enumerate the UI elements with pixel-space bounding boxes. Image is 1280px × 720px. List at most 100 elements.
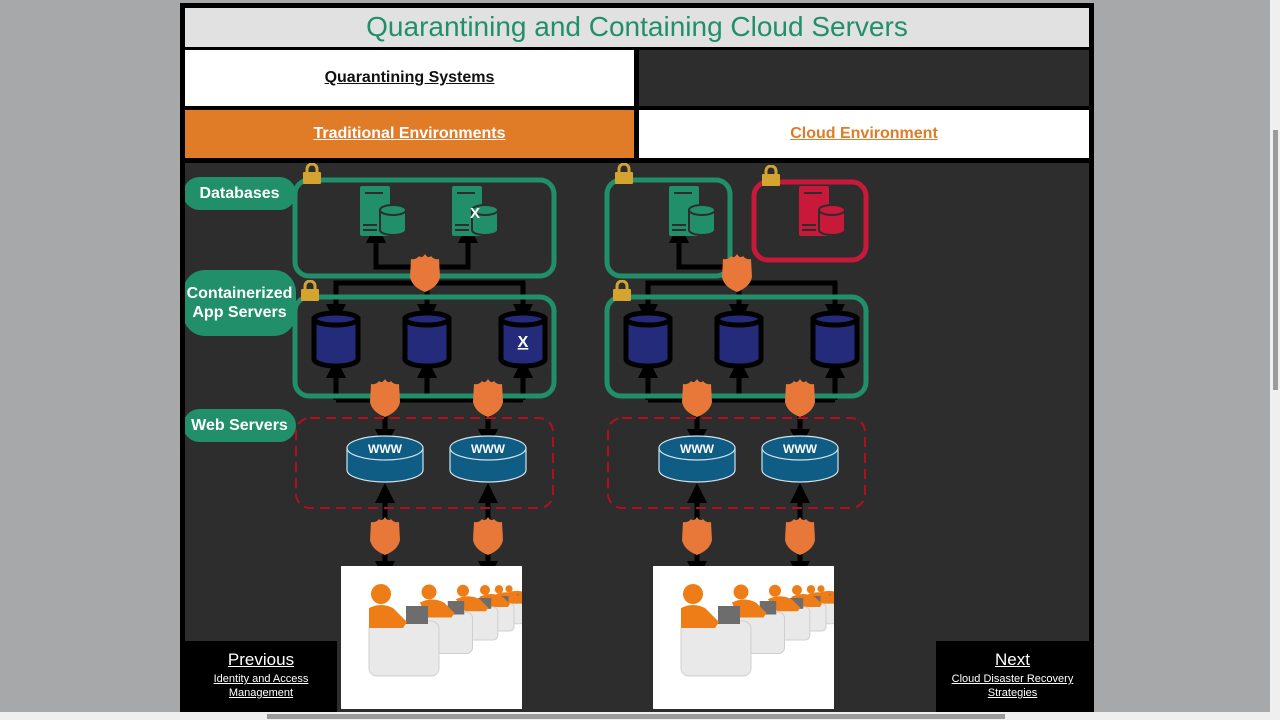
container-body <box>498 316 548 369</box>
quarantine-x-label[interactable]: X <box>470 205 480 222</box>
previous-label[interactable]: Previous <box>227 650 295 669</box>
desk-shape <box>368 620 440 677</box>
database-cylinder <box>818 209 846 236</box>
app-container-icon[interactable] <box>623 310 673 369</box>
app-container-zone <box>604 294 869 399</box>
server-slot <box>672 224 686 226</box>
app-container-icon[interactable]: X <box>498 310 548 369</box>
www-label: WWW <box>471 442 506 456</box>
database-cylinder-top <box>379 204 407 216</box>
www-label: WWW <box>368 442 403 456</box>
database-zone <box>604 177 733 279</box>
database-cylinder-top <box>818 204 846 216</box>
connector-line <box>669 223 737 270</box>
web-server-icon[interactable]: WWW <box>761 435 839 483</box>
server-slot <box>802 229 816 231</box>
container-top <box>714 310 764 328</box>
database-cylinder-top <box>688 204 716 216</box>
container-top <box>498 310 548 328</box>
tab-cloud-environment[interactable]: Cloud Environment <box>639 110 1089 158</box>
people-at-desks-icon <box>368 584 534 677</box>
server-slot <box>457 192 475 194</box>
web-server-top <box>346 435 424 461</box>
lock-icon <box>612 280 632 302</box>
container-top <box>402 310 452 328</box>
next-topic[interactable]: Cloud Disaster Recovery Strategies <box>951 673 1074 699</box>
container-body <box>714 316 764 369</box>
person-body <box>805 592 836 604</box>
app-container-zone <box>292 294 557 399</box>
firewall-shield-icon <box>473 379 503 417</box>
person-head <box>806 585 816 594</box>
firewall-shield-icon <box>370 379 400 417</box>
app-container-icon[interactable] <box>714 310 764 369</box>
laptop-shape <box>478 598 492 609</box>
previous-link[interactable]: Previous Identity and Access Management <box>185 641 337 712</box>
architecture-diagram: X X WWW WWW WWW WWW <box>292 163 869 581</box>
tab-empty-slot <box>639 50 1089 106</box>
tier-label-databases: Databases <box>185 177 296 210</box>
container-top <box>311 310 361 328</box>
container-body <box>623 316 673 369</box>
laptop-shape <box>718 606 740 624</box>
horizontal-scrollbar-thumb[interactable] <box>267 714 1005 719</box>
desk-shape <box>680 620 752 677</box>
database-server-icon[interactable] <box>799 186 846 236</box>
container-top <box>810 310 860 328</box>
app-container-icon[interactable] <box>402 310 452 369</box>
previous-topic[interactable]: Identity and Access Management <box>213 673 309 699</box>
next-link[interactable]: Next Cloud Disaster Recovery Strategies <box>936 641 1089 712</box>
web-server-icon[interactable]: WWW <box>346 435 424 483</box>
person-head <box>769 584 781 597</box>
quarantined-database-zone <box>751 179 869 263</box>
app-container-icon[interactable] <box>810 310 860 369</box>
web-zone-boundary <box>607 417 866 509</box>
firewall-shield-icon <box>410 254 440 292</box>
person-head <box>733 584 749 600</box>
firewall-shield-icon <box>785 517 815 555</box>
container-body <box>402 316 452 369</box>
quarantine-x-label[interactable]: X <box>518 334 529 351</box>
person-body <box>420 599 455 618</box>
person-head <box>683 584 703 604</box>
database-server-icon[interactable] <box>669 186 716 236</box>
person-body <box>479 594 510 607</box>
www-label: WWW <box>680 442 715 456</box>
slide-frame: Quarantining and Containing Cloud Server… <box>180 3 1094 712</box>
tab-quarantining-systems[interactable]: Quarantining Systems <box>185 50 634 106</box>
database-server-icon[interactable]: X <box>452 186 499 236</box>
server-slot <box>455 229 469 231</box>
person-head <box>480 585 490 595</box>
person-body <box>493 592 524 604</box>
web-zone-boundary <box>295 417 554 509</box>
server-slot <box>802 224 816 226</box>
firewall-shield-icon <box>722 254 752 292</box>
web-server-icon[interactable]: WWW <box>449 435 527 483</box>
web-server-top <box>449 435 527 461</box>
server-slot <box>672 229 686 231</box>
app-container-icon[interactable] <box>311 310 361 369</box>
database-server-icon[interactable] <box>360 186 407 236</box>
vertical-scrollbar-thumb[interactable] <box>1273 130 1278 390</box>
database-cylinder <box>379 209 407 236</box>
page-title: Quarantining and Containing Cloud Server… <box>185 8 1089 47</box>
tier-label-app-servers: Containerized App Servers <box>185 270 296 336</box>
database-cylinder-top <box>471 204 499 216</box>
person-head <box>457 584 469 597</box>
web-server-top <box>761 435 839 461</box>
lock-icon <box>302 163 322 185</box>
connector-line <box>366 223 425 270</box>
database-cylinder <box>471 209 499 236</box>
web-server-icon[interactable]: WWW <box>658 435 736 483</box>
laptop-shape <box>406 606 428 624</box>
lock-icon <box>614 163 634 185</box>
firewall-shield-icon <box>785 379 815 417</box>
server-slot <box>363 229 377 231</box>
server-slot <box>363 224 377 226</box>
tab-traditional-environments[interactable]: Traditional Environments <box>185 110 634 158</box>
next-label[interactable]: Next <box>995 650 1030 669</box>
person-head <box>792 585 802 595</box>
people-at-desks-icon <box>680 584 846 677</box>
database-cylinder <box>688 209 716 236</box>
person-head <box>421 584 437 600</box>
